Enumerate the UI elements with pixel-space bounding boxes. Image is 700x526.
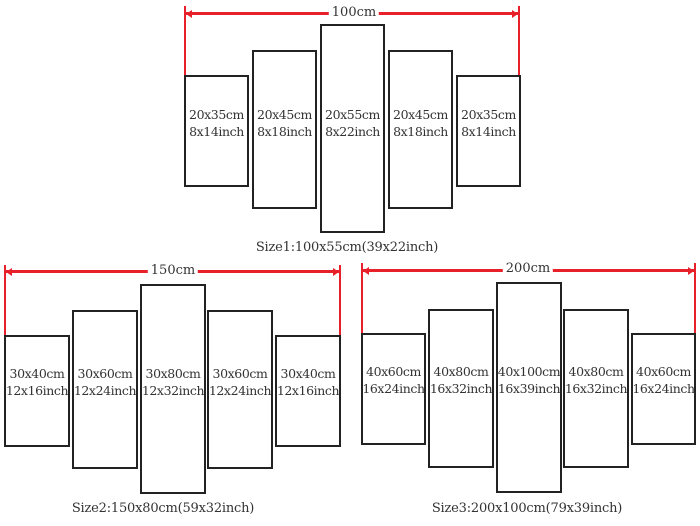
size1-panel-3: 20x55cm 8x22inch [320,24,385,233]
size1-arrow-right-icon [512,9,518,18]
size3-panel-3-inch: 16x39inch [497,381,561,396]
size2-panel-3-cm: 30x80cm [145,366,201,381]
size3-panel-3-cm: 40x100cm [497,364,561,379]
size3-caption: Size3:200x100cm(79x39inch) [431,501,623,516]
size2-dimension-right-tick [339,265,341,335]
size3-panel-5-cm: 40x60cm [636,364,691,379]
size3-arrow-left-icon [363,266,369,275]
size2-panel-1-cm: 30x40cm [9,366,65,381]
size3-arrow-right-icon [688,266,694,275]
size1-panel-5-inch: 8x14inch [461,124,516,139]
size1-panel-4-cm: 20x45cm [393,107,448,122]
size1-panel-5-cm: 20x35cm [461,107,516,122]
size2-arrow-left-icon [6,267,12,276]
size3-panel-1-inch: 16x24inch [362,381,425,396]
size2-panel-1-inch: 12x16inch [5,383,69,398]
size3-panel-2: 40x80cm 16x32inch [428,309,494,468]
size2-panel-4-inch: 12x24inch [208,383,272,398]
size3-panel-2-inch: 16x32inch [429,381,493,396]
size2-panel-5-inch: 12x16inch [276,383,340,398]
size2-panel-2: 30x60cm 12x24inch [72,310,138,469]
size1-panel-3-inch: 8x22inch [325,124,380,139]
size2-arrow-right-icon [333,267,339,276]
size1-caption: Size1:100x55cm(39x22inch) [255,240,439,255]
size3-dimension-right-tick [694,263,696,334]
size2-panel-4-cm: 30x60cm [212,366,268,381]
size2-panel-2-inch: 12x24inch [73,383,137,398]
size3-panel-3: 40x100cm 16x39inch [496,282,562,493]
size2-panel-5: 30x40cm 12x16inch [275,335,341,447]
size3-panel-5-inch: 16x24inch [632,381,695,396]
size3-dimension-left-tick [361,263,363,334]
size2-panel-2-cm: 30x60cm [77,366,133,381]
size3-panel-4: 40x80cm 16x32inch [563,309,629,468]
size3-panel-2-cm: 40x80cm [433,364,489,379]
size1-width-label: 100cm [328,6,380,20]
size1-panel-4: 20x45cm 8x18inch [388,50,453,209]
size1-panel-3-cm: 20x55cm [325,107,380,122]
size2-panel-3-inch: 12x32inch [141,383,205,398]
size2-dimension-left-tick [4,265,6,335]
size2-panel-3: 30x80cm 12x32inch [140,284,206,494]
size3-width-label: 200cm [502,262,554,276]
size1-panel-2-inch: 8x18inch [257,124,312,139]
size1-panel-1: 20x35cm 8x14inch [184,75,249,187]
size2-panel-4: 30x60cm 12x24inch [207,310,273,469]
size1-panel-5: 20x35cm 8x14inch [456,75,521,187]
size1-dimension-left-tick [184,6,186,75]
size1-panel-2: 20x45cm 8x18inch [252,50,317,209]
size1-panel-1-inch: 8x14inch [189,124,244,139]
size3-panel-1-cm: 40x60cm [366,364,421,379]
size2-caption: Size2:150x80cm(59x32inch) [71,501,255,516]
size1-panel-2-cm: 20x45cm [257,107,312,122]
size1-panel-4-inch: 8x18inch [393,124,448,139]
size2-width-label: 150cm [147,264,199,278]
size2-panel-1: 30x40cm 12x16inch [4,335,70,447]
size3-panel-1: 40x60cm 16x24inch [361,333,426,445]
size1-panel-1-cm: 20x35cm [189,107,244,122]
size2-panel-5-cm: 30x40cm [280,366,336,381]
size3-panel-5: 40x60cm 16x24inch [631,333,696,445]
size1-arrow-left-icon [186,9,192,18]
size3-panel-4-cm: 40x80cm [568,364,624,379]
size3-panel-4-inch: 16x32inch [564,381,628,396]
size1-dimension-right-tick [518,6,520,75]
